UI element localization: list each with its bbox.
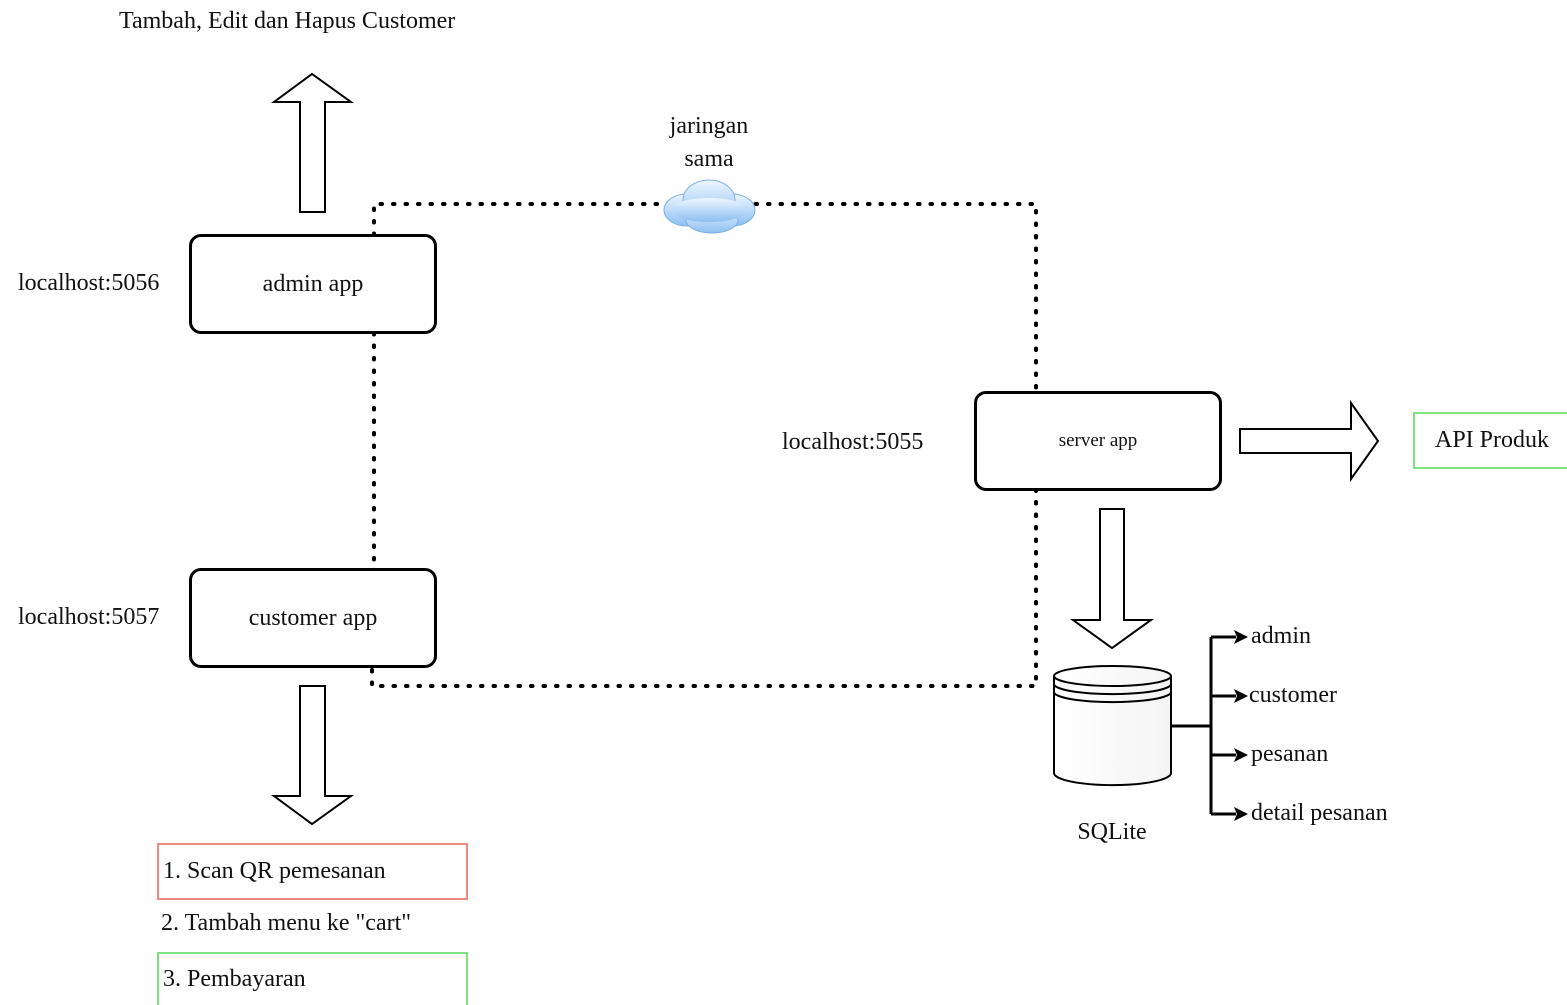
customer-step-2: 2. Tambah menu ke "cart" [161,910,412,936]
server-api-arrow [1239,399,1380,483]
network-connector [370,202,1038,688]
customer-app-node: customer app [189,568,437,668]
customer-step-1-label: 1. Scan QR pemesanan [163,858,386,884]
cloud-icon [663,179,756,234]
database-label: SQLite [1077,819,1147,845]
arrowhead-icon [1234,748,1248,762]
customer-app-label: customer app [248,604,378,631]
customer-step-3-label: 3. Pembayaran [163,966,306,992]
database-tables-tree [1171,635,1236,816]
table-label-customer: customer [1249,682,1337,708]
server-app-label: server app [1058,430,1138,451]
customer-app-address: localhost:5057 [18,604,160,630]
admin-app-label: admin app [262,270,364,297]
admin-app-node: admin app [189,234,437,334]
arrowhead-icon [1234,630,1248,644]
customer-steps-arrow [270,685,355,826]
admin-action-label: Tambah, Edit dan Hapus Customer [119,8,456,34]
network-label-line1: jaringan [669,113,749,139]
api-produk-label: API Produk [1435,427,1550,453]
network-line-bottom [370,488,1038,688]
network-label-line2: sama [684,146,734,172]
table-label-admin: admin [1251,623,1311,649]
database-tables-arrowheads [1234,630,1248,821]
admin-action-arrow [270,72,355,213]
admin-app-address: localhost:5056 [18,270,160,296]
arrowhead-icon [1234,689,1248,703]
table-label-detail-pesanan: detail pesanan [1251,800,1388,826]
customer-step-1: 1. Scan QR pemesanan [157,843,468,900]
customer-step-3: 3. Pembayaran [157,952,468,1005]
server-db-arrow [1069,508,1155,650]
arrowhead-icon [1234,807,1248,821]
server-app-node: server app [974,391,1222,491]
table-label-pesanan: pesanan [1251,741,1329,767]
database-cylinder-icon [1053,665,1172,787]
server-app-address: localhost:5055 [782,429,924,455]
api-produk-box: API Produk [1413,412,1567,469]
